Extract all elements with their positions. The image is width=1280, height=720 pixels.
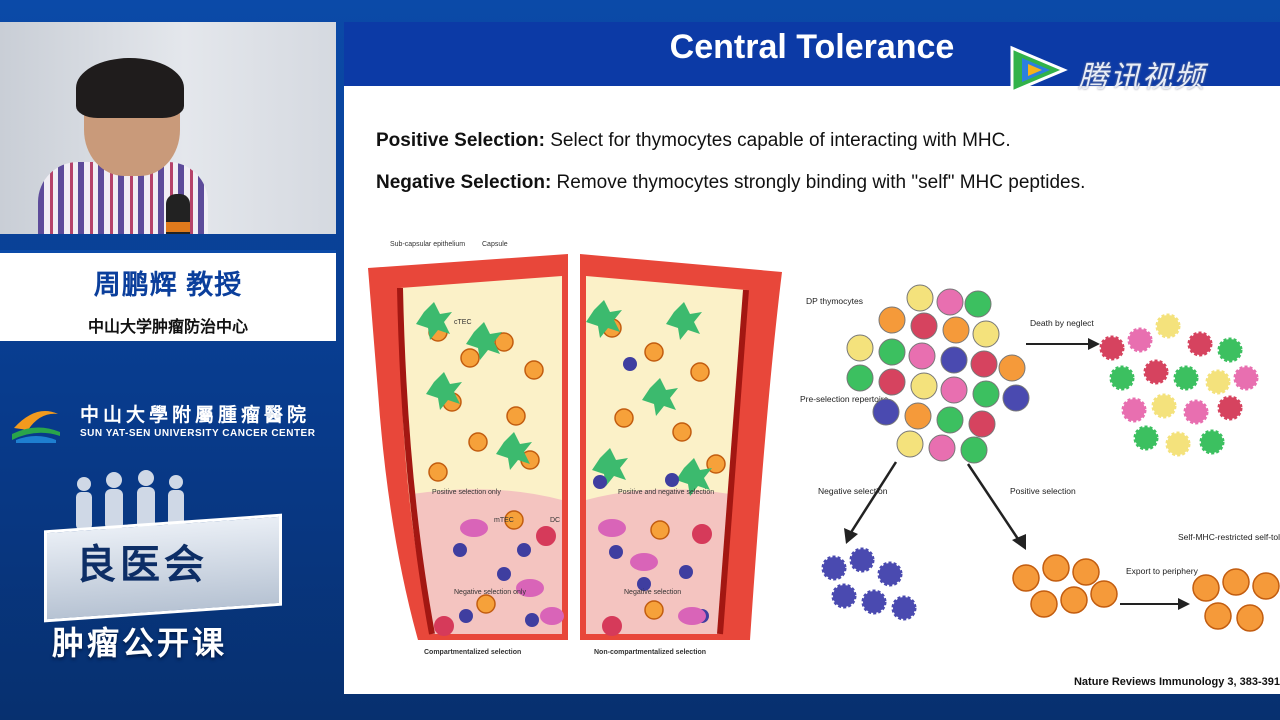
label-ctec: cTEC	[454, 319, 472, 326]
label-negative-only: Negative selection only	[454, 589, 526, 596]
positive-selection-line: Positive Selection: Select for thymocyte…	[376, 130, 1011, 152]
selection-flow-figure: DP thymocytes Pre-selection repertoire D…	[800, 284, 1280, 632]
caption-compartmentalized: Compartmentalized selection	[424, 649, 521, 656]
label-positive-negative: Positive and negative selection	[618, 489, 714, 496]
positive-selection-label: Positive Selection:	[376, 130, 545, 151]
program-brand: 良医会 肿瘤公开课	[36, 470, 286, 670]
label-dp-thymocytes: DP thymocytes	[806, 296, 863, 306]
institution-name-en: SUN YAT-SEN UNIVERSITY CANCER CENTER	[80, 428, 316, 439]
label-pre-selection: Pre-selection repertoire	[800, 394, 889, 404]
citation: Nature Reviews Immunology 3, 383-391	[1073, 676, 1280, 688]
label-negative-selection-arrow: Negative selection	[818, 486, 888, 496]
speaker-name: 周鹏辉 教授	[93, 270, 243, 300]
presentation-slide: Central Tolerance 腾讯视频 Positive Selectio…	[344, 22, 1280, 694]
thymus-compartment-figure: Sub-capsular epithelium Capsule cTEC Pos…	[368, 241, 782, 656]
caption-non-compartmentalized: Non-compartmentalized selection	[594, 649, 706, 656]
label-positive-selection-arrow: Positive selection	[1010, 486, 1076, 496]
negative-selection-text: Remove thymocytes strongly binding with …	[551, 172, 1086, 193]
negative-selection-label: Negative Selection:	[376, 172, 552, 193]
label-export-periphery: Export to periphery	[1126, 566, 1199, 576]
label-capsule: Capsule	[482, 241, 508, 248]
label-mtec: mTEC	[494, 517, 514, 524]
label-dc: DC	[550, 517, 560, 524]
label-subcapsular: Sub-capsular epithelium	[390, 241, 465, 248]
institution-name-cn: 中山大學附屬腫瘤醫院	[80, 405, 311, 426]
label-death-by-neglect: Death by neglect	[1030, 318, 1094, 328]
slide-title: Central Tolerance	[669, 28, 955, 66]
tencent-video-logo-icon	[1010, 45, 1068, 95]
negative-selection-line: Negative Selection: Remove thymocytes st…	[376, 172, 1085, 194]
institution-logo: 中山大學附屬腫瘤醫院 SUN YAT-SEN UNIVERSITY CANCER…	[10, 396, 330, 446]
cancer-center-logo-icon	[12, 411, 60, 443]
speaker-video	[0, 22, 336, 234]
brand-main-title: 良医会	[76, 543, 208, 587]
speaker-name-card: 周鹏辉 教授 中山大学肿瘤防治中心	[0, 250, 336, 341]
label-negative-selection: Negative selection	[624, 589, 681, 596]
brand-subtitle: 肿瘤公开课	[52, 625, 228, 661]
label-final-repertoire: Self-MHC-restricted self-tolerant T-cell…	[1178, 532, 1280, 542]
speaker-hair	[76, 58, 184, 118]
video-watermark: 腾讯视频	[1006, 42, 1276, 106]
positive-selection-text: Select for thymocytes capable of interac…	[544, 130, 1011, 151]
microphone-icon	[166, 194, 190, 234]
slide-header-bar: Central Tolerance	[344, 22, 1280, 86]
label-positive-only: Positive selection only	[432, 489, 501, 496]
watermark-text: 腾讯视频	[1078, 61, 1206, 94]
speaker-affiliation: 中山大学肿瘤防治中心	[87, 319, 248, 336]
people-silhouette-icon	[76, 470, 184, 530]
